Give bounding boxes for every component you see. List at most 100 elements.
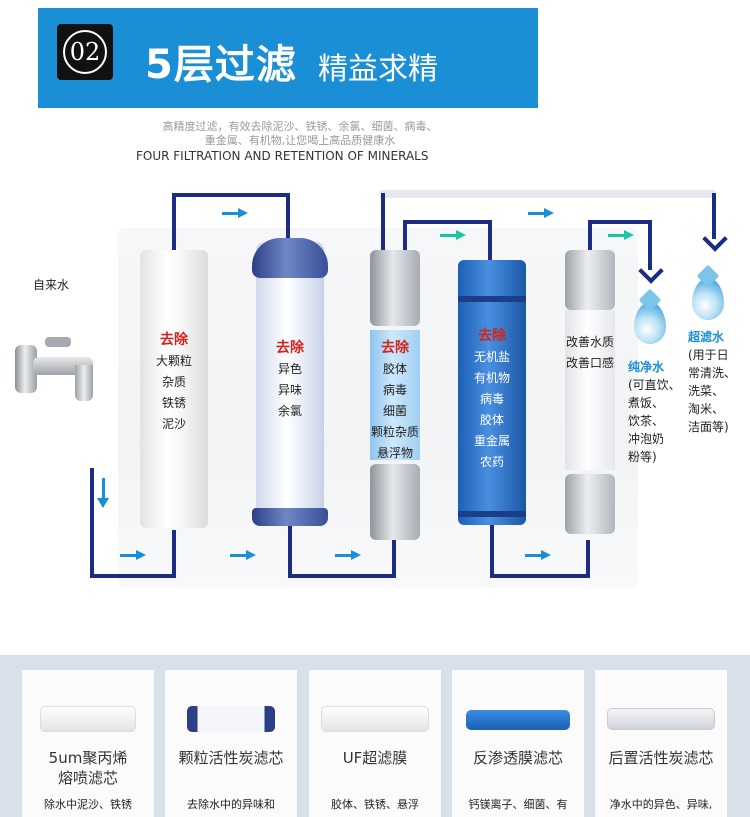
- pipe-segment: [172, 530, 176, 578]
- pipe-segment: [286, 193, 290, 245]
- pipe-segment: [490, 520, 494, 578]
- pipe-segment: [403, 220, 491, 224]
- ultra-water-use: (用于日: [688, 348, 729, 362]
- pure-water-use: 冲泡奶: [628, 432, 665, 446]
- filter-effect: 悬浮物: [376, 446, 413, 460]
- product-desc: 除水中泥沙、铁锈: [44, 798, 132, 811]
- product-name: 反渗透膜滤芯: [472, 749, 563, 767]
- arrow-down-icon: [642, 262, 662, 288]
- flow-arrow-icon: [440, 230, 468, 240]
- filter-remove-label: 去除: [160, 332, 188, 348]
- water-drop-icon: [634, 302, 666, 344]
- faucet-icon: [15, 335, 105, 405]
- flow-arrow-icon: [528, 208, 556, 218]
- filter-pp-cotton: 去除 大颗粒 杂质 铁锈 泥沙: [140, 250, 208, 528]
- filter-effect: 重金属: [473, 434, 510, 448]
- pipe-top-light: [380, 190, 715, 198]
- uf-filter-thumb: [321, 706, 429, 732]
- intro-line-2: 重金属、有机物,让您喝上高品质健康水: [204, 134, 396, 147]
- filter-effect: 农药: [479, 455, 504, 469]
- filter-uf-membrane: 去除 胶体 病毒 细菌 颗粒杂质 悬浮物: [370, 250, 420, 540]
- page-subtitle: 精益求精: [318, 52, 438, 87]
- filter-effect: 铁锈: [161, 396, 186, 410]
- filter-effect: 无机盐: [473, 350, 510, 364]
- pipe-segment: [588, 220, 651, 224]
- flow-arrow-icon: [335, 550, 363, 560]
- pipe-segment: [588, 220, 592, 254]
- pure-water-label: 纯净水 (可直饮、 煮饭、 饮茶、 冲泡奶 粉等): [628, 358, 681, 466]
- product-card: 反渗透膜滤芯 钙镁离子、细菌、有: [452, 670, 584, 817]
- flow-arrow-icon: [230, 550, 258, 560]
- filter-effect: 病毒: [382, 383, 407, 397]
- filter-effect: 余氯: [277, 404, 302, 418]
- pipe-segment: [288, 574, 396, 578]
- ultra-water-label: 超滤水 (用于日 常清洗、 洗菜、 淘米、 洁面等): [688, 328, 736, 436]
- product-name: UF超滤膜: [342, 749, 408, 767]
- pure-water-use: 饮茶、: [628, 414, 665, 428]
- ultra-water-use: 淘米、: [688, 402, 725, 416]
- intro-line-1: 高精度过滤，有效去除泥沙、铁锈、余氯、细菌、病毒、: [162, 120, 438, 133]
- product-desc: 净水中的异色、异味,: [609, 798, 713, 811]
- carbon-filter-thumb: [187, 706, 275, 732]
- ultra-water-title: 超滤水: [688, 330, 725, 344]
- filter-effect: 病毒: [479, 392, 504, 406]
- page-title: 5层过滤: [145, 42, 297, 88]
- filter-effect: 大颗粒: [155, 354, 192, 368]
- product-desc: 钙镁离子、细菌、有: [468, 798, 568, 811]
- step-badge: 02: [57, 24, 113, 80]
- pipe-segment: [90, 468, 94, 576]
- pipe-segment: [172, 193, 176, 251]
- water-drop-icon: [692, 278, 724, 320]
- filter-post-carbon: 改善水质 改善口感: [565, 250, 615, 540]
- post-carbon-filter-thumb: [607, 708, 715, 730]
- product-name: 5um聚丙烯熔喷滤芯: [48, 749, 128, 787]
- filter-effect: 有机物: [473, 371, 510, 385]
- product-card: UF超滤膜 胶体、铁锈、悬浮: [309, 670, 441, 817]
- filter-effect: 异味: [277, 383, 302, 397]
- product-name: 后置活性炭滤芯: [608, 749, 714, 767]
- ultra-water-use: 洗菜、: [688, 384, 725, 398]
- product-desc: 去除水中的异味和: [187, 798, 275, 811]
- product-card: 后置活性炭滤芯 净水中的异色、异味,: [595, 670, 727, 817]
- pure-water-use: 煮饭、: [628, 396, 665, 410]
- intro-english: FOUR FILTRATION AND RETENTION OF MINERAL…: [136, 149, 429, 163]
- filter-ro-membrane: 去除 无机盐 有机物 病毒 胶体 重金属 农药: [458, 260, 526, 525]
- pipe-segment: [288, 520, 292, 578]
- filter-effect: 异色: [277, 362, 302, 376]
- filter-effect: 细菌: [382, 404, 407, 418]
- filter-effect: 改善口感: [565, 356, 614, 370]
- pipe-segment: [392, 540, 396, 578]
- ultra-water-use: 洁面等): [688, 420, 729, 434]
- product-name: 颗粒活性炭滤芯: [178, 749, 284, 767]
- filter-granular-carbon: 去除 异色 异味 余氯: [252, 238, 328, 526]
- product-desc: 胶体、铁锈、悬浮: [331, 798, 419, 811]
- pipe-segment: [712, 193, 716, 239]
- filter-effect: 杂质: [161, 375, 186, 389]
- product-card: 颗粒活性炭滤芯 去除水中的异味和: [165, 670, 297, 817]
- tap-water-label: 自来水: [33, 278, 70, 292]
- ultra-water-use: 常清洗、: [688, 366, 737, 380]
- pure-water-use: 粉等): [628, 450, 657, 464]
- flow-arrow-icon: [608, 230, 636, 240]
- pipe-segment: [403, 220, 407, 256]
- product-card: 5um聚丙烯熔喷滤芯 除水中泥沙、铁锈: [22, 670, 154, 817]
- filter-effect: 胶体: [479, 413, 504, 427]
- flow-arrow-icon: [525, 550, 553, 560]
- pipe-segment: [490, 574, 588, 578]
- pipe-segment: [488, 220, 492, 264]
- filter-effect: 颗粒杂质: [370, 425, 419, 439]
- ro-filter-thumb: [466, 710, 570, 730]
- filter-remove-label: 去除: [381, 340, 409, 356]
- filter-effect: 泥沙: [161, 417, 186, 431]
- pipe-segment: [172, 193, 290, 197]
- pipe-segment: [90, 574, 176, 578]
- pipe-segment: [586, 540, 590, 578]
- filter-remove-label: 去除: [478, 328, 506, 344]
- filter-effect: 胶体: [382, 362, 407, 376]
- flow-arrow-icon: [222, 208, 250, 218]
- flow-arrow-icon: [120, 550, 148, 560]
- pp-filter-thumb: [40, 706, 136, 732]
- pipe-segment: [381, 193, 385, 255]
- filter-effect: 改善水质: [565, 335, 614, 349]
- header-banner: [38, 8, 538, 108]
